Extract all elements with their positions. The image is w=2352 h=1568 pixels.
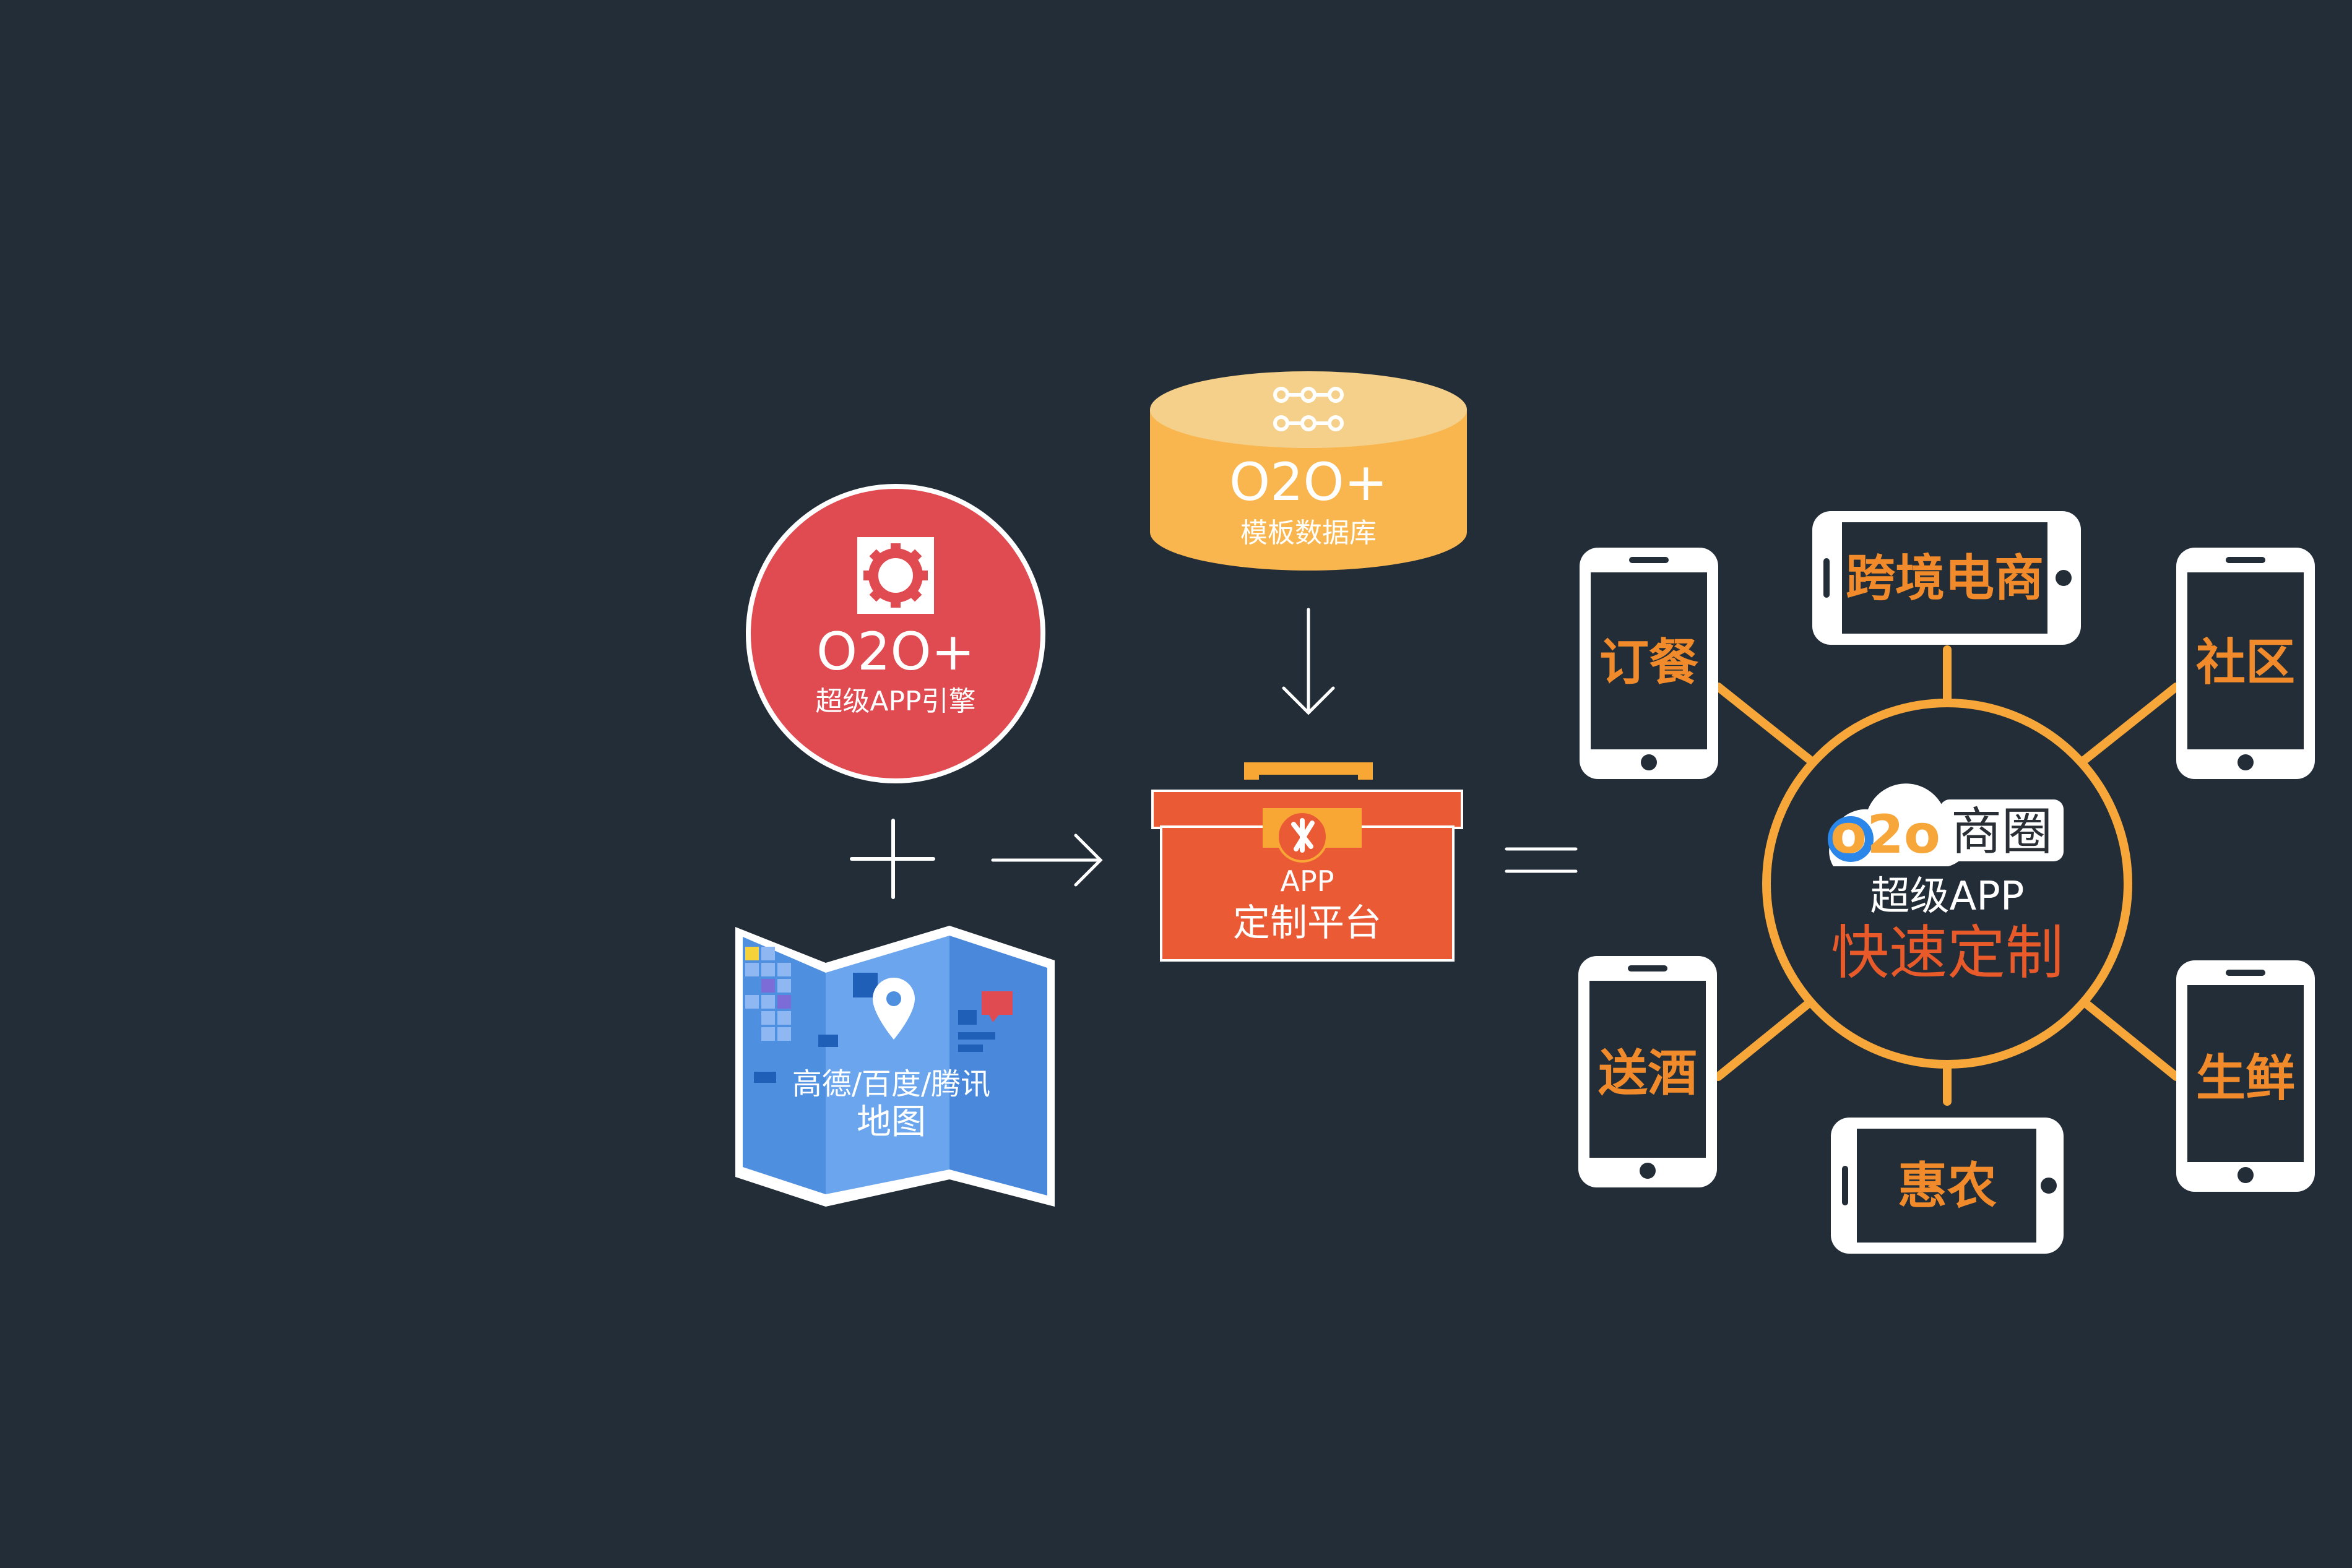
database-subtitle: 模板数据库 — [1240, 517, 1377, 549]
network-nodes-icon — [1273, 387, 1344, 431]
chat-bubble-icon — [982, 991, 1013, 1022]
swiss-knife-icon — [1276, 811, 1328, 863]
plus-icon — [850, 819, 935, 899]
phone-fresh-produce: 生鲜 — [2176, 960, 2315, 1192]
engine-title: O2O+ — [816, 621, 975, 682]
map-grid-decoration — [745, 947, 995, 1083]
toolbox-line1: APP — [1281, 864, 1334, 898]
logo-brand: o2o — [1830, 804, 1940, 866]
phone-community: 社区 — [2176, 548, 2315, 779]
engine-node: O2O+ 超级APP引擎 — [746, 484, 1045, 783]
arrow-down-icon — [1282, 608, 1335, 715]
phone-label: 跨境电商 — [1846, 549, 2044, 607]
hub-line1: 超级APP — [1870, 874, 2025, 920]
engine-subtitle: 超级APP引擎 — [815, 686, 975, 717]
toolbox-line2: 定制平台 — [1233, 902, 1381, 945]
hub-spokes — [1714, 645, 2181, 1106]
o2o-logo: o2o 商圈 — [1828, 783, 2064, 866]
phone-label: 惠农 — [1898, 1157, 1997, 1215]
arrow-right-icon — [991, 834, 1103, 887]
phone-label: 订餐 — [1599, 634, 1699, 691]
phone-label: 生鲜 — [2196, 1049, 2295, 1107]
map-node: 高德/百度/腾讯 地图 — [735, 926, 1055, 1207]
toolbox-node: APP 定制平台 — [1151, 762, 1463, 962]
phone-cross-border-ecommerce: 跨境电商 — [1812, 511, 2081, 645]
map-line1: 高德/百度/腾讯 — [792, 1067, 990, 1101]
database-node: O2O+ 模板数据库 — [1150, 371, 1467, 571]
phone-label: 社区 — [2196, 634, 2295, 691]
phone-liquor-delivery: 送酒 — [1578, 956, 1717, 1187]
hub-node: o2o 商圈 超级APP 快速定制 — [1762, 699, 2132, 1069]
map-line2: 地图 — [857, 1102, 926, 1142]
hub-line2: 快速定制 — [1831, 920, 2064, 987]
phone-label: 送酒 — [1598, 1045, 1697, 1102]
gear-icon — [857, 537, 934, 614]
equals-icon — [1505, 847, 1578, 873]
logo-text: 商圈 — [1951, 803, 2052, 861]
phone-ordering: 订餐 — [1580, 548, 1718, 779]
database-title: O2O+ — [1229, 452, 1388, 512]
phone-agriculture: 惠农 — [1831, 1118, 2064, 1254]
map-pin-icon — [873, 978, 915, 1040]
